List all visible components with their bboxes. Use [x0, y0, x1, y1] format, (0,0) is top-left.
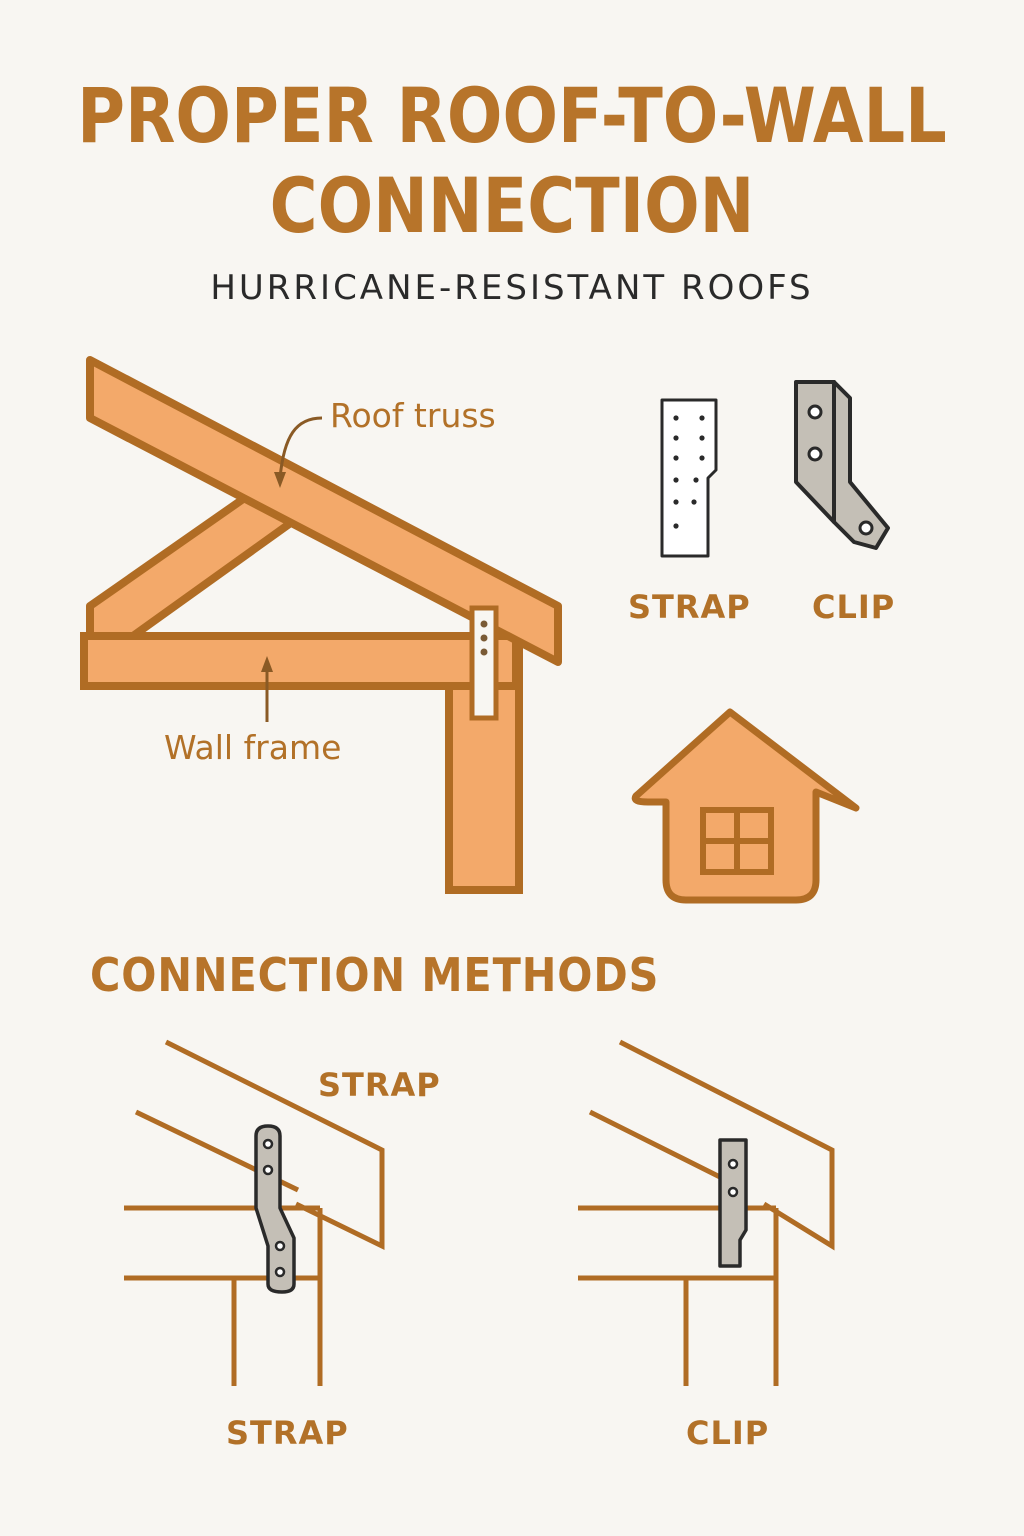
house-icon — [631, 708, 860, 904]
clip-method-diagram — [578, 1039, 835, 1386]
connection-methods-heading: CONNECTION METHODS — [90, 948, 660, 1002]
roof-truss-rafter — [86, 356, 562, 666]
wall-frame-beam — [80, 632, 520, 690]
page-title-line-2: CONNECTION — [269, 161, 755, 250]
clip-icon-label: CLIP — [812, 588, 896, 626]
strap-method-label: STRAP — [226, 1414, 349, 1452]
clip-method-label: CLIP — [686, 1414, 770, 1452]
roof-truss-label: Roof truss — [330, 396, 496, 435]
wall-frame-label: Wall frame — [164, 728, 342, 767]
strap-method-diagram — [124, 1039, 385, 1386]
strap-icon — [660, 398, 718, 558]
page-subtitle: HURRICANE-RESISTANT ROOFS — [210, 268, 814, 308]
strap-icon-label: STRAP — [628, 588, 751, 626]
strap-method-top-label: STRAP — [318, 1066, 441, 1104]
page-title-line-1: PROPER ROOF-TO-WALL — [77, 71, 947, 160]
truss-web-member — [86, 493, 296, 640]
wall-frame-arrow — [261, 656, 273, 722]
main-strap-hardware — [469, 605, 499, 721]
roof-truss-arrow — [274, 416, 323, 488]
clip-icon — [794, 380, 890, 550]
